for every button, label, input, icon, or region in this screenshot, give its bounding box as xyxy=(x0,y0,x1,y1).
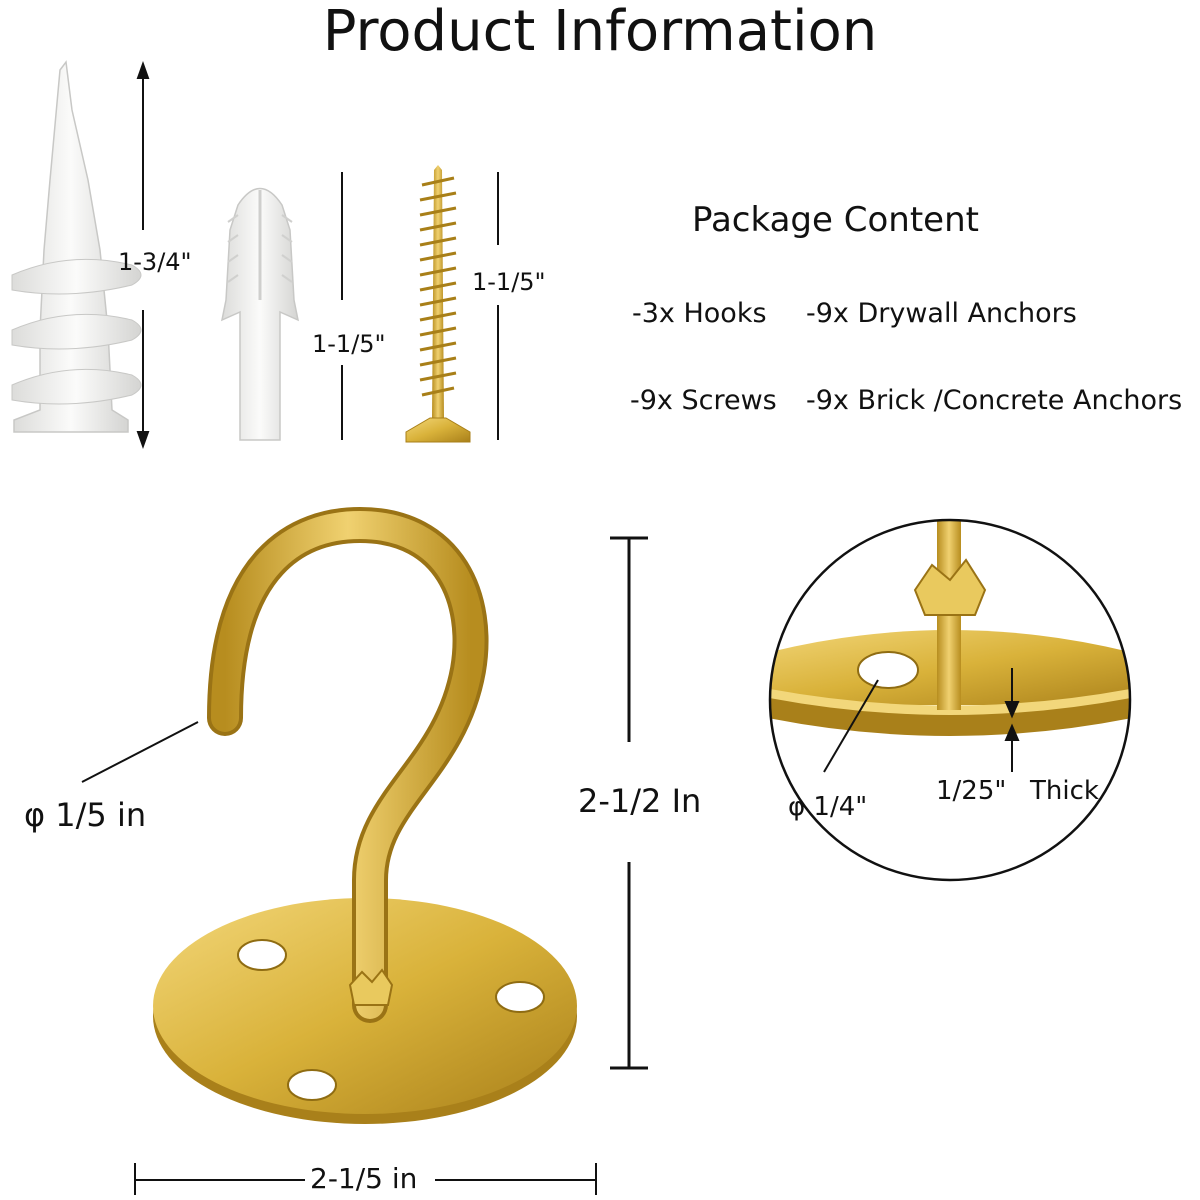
hook-height-dimension-line xyxy=(610,536,648,1070)
package-item-brick-anchors: -9x Brick /Concrete Anchors xyxy=(806,385,1183,416)
hole-pointer-line xyxy=(823,679,879,773)
zoom-detail-icon xyxy=(768,518,1132,882)
plate-thickness-label: 1/25" xyxy=(936,776,1007,806)
package-item-screws: -9x Screws xyxy=(630,385,777,416)
drywall-anchor-dimension-line xyxy=(136,61,150,449)
hole-diameter-label: φ 1/4" xyxy=(788,792,868,822)
brick-anchor-length-label: 1-1/5" xyxy=(312,330,386,358)
plate-width-label: 2-1/5 in xyxy=(310,1162,418,1195)
thickness-word-label: Thick xyxy=(1030,776,1099,806)
thickness-arrows xyxy=(1004,668,1020,772)
hook-height-label: 2-1/2 In xyxy=(578,782,702,820)
drywall-anchor-length-label: 1-3/4" xyxy=(118,248,192,276)
hook-wire-diameter-label: φ 1/5 in xyxy=(24,796,147,834)
package-item-hooks: -3x Hooks xyxy=(632,298,767,329)
hook-wire-pointer-line xyxy=(81,721,199,783)
package-item-drywall-anchors: -9x Drywall Anchors xyxy=(806,298,1077,329)
package-content-heading: Package Content xyxy=(692,200,979,240)
plate-width-dimension-line xyxy=(134,1163,597,1195)
hook-icon xyxy=(153,506,577,1124)
screw-length-label: 1-1/5" xyxy=(472,268,546,296)
screw-icon xyxy=(405,165,471,443)
page-title: Product Information xyxy=(322,0,878,64)
brick-anchor-icon xyxy=(220,187,300,441)
drywall-anchor-icon xyxy=(11,60,142,433)
